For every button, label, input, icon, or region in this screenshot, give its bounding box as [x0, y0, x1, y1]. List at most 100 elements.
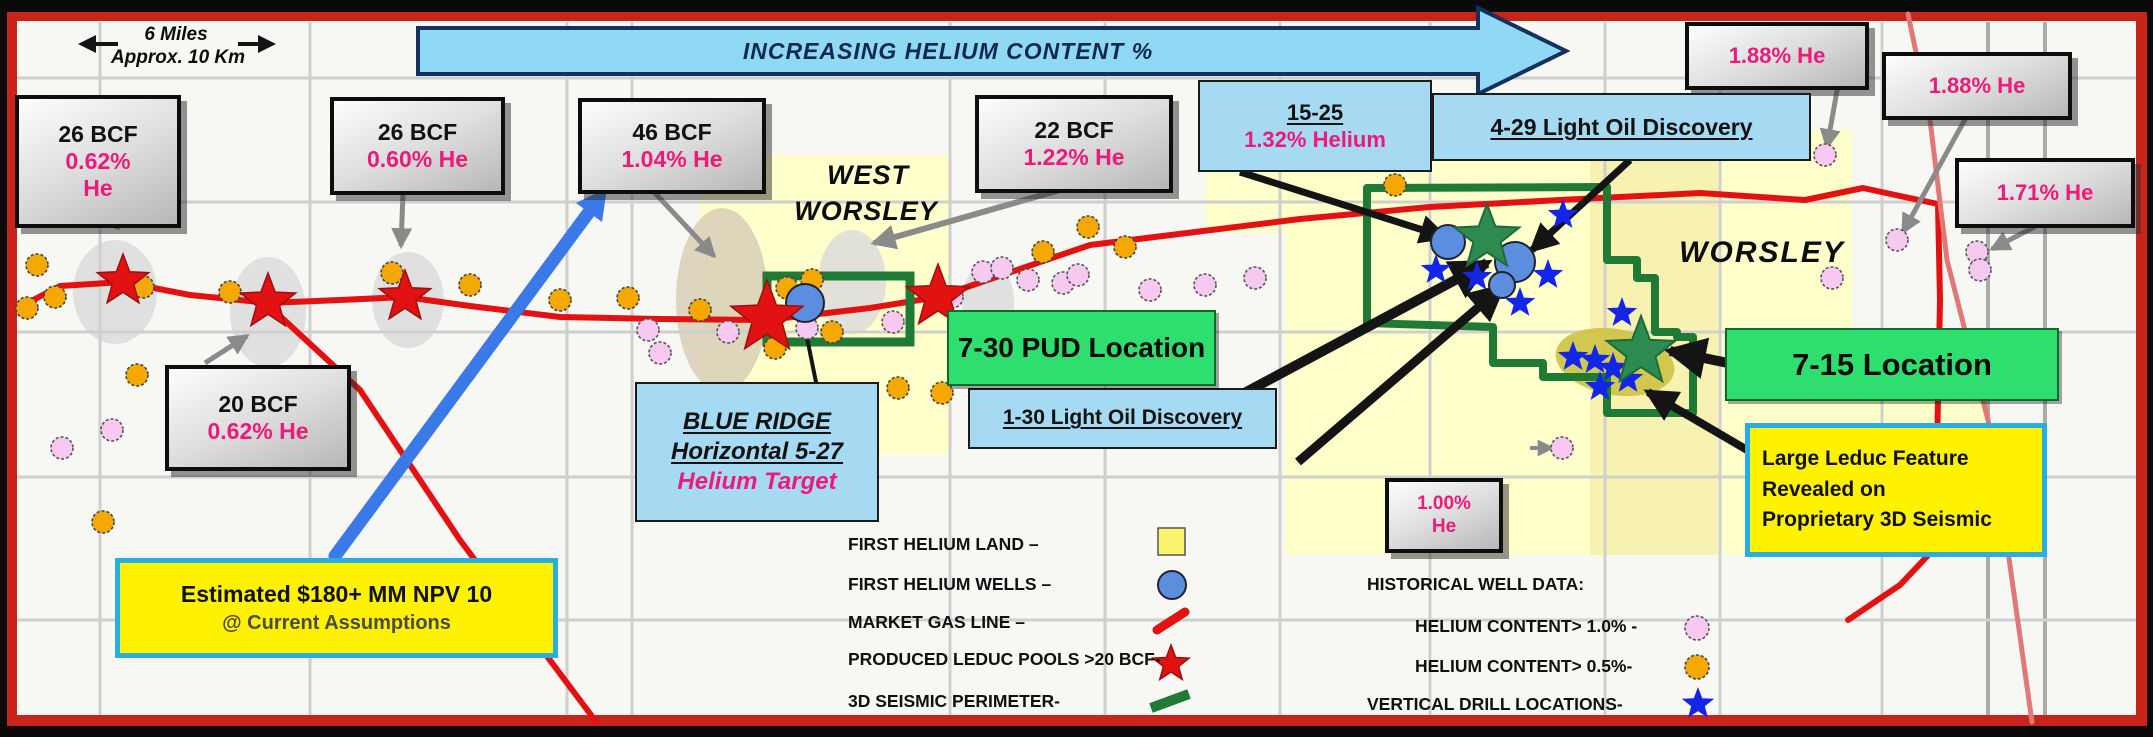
callout-text: 1.88% He — [1928, 73, 2026, 99]
callout-100-he: 1.00% He — [1385, 478, 1503, 553]
callout-4-29-discovery: 4-29 Light Oil Discovery — [1432, 93, 1811, 161]
produced-leduc-pool-star — [95, 251, 151, 305]
produced-leduc-pool-star — [238, 270, 298, 328]
callout-text: Proprietary 3D Seismic — [1762, 508, 1992, 532]
helium-10-dot — [1243, 266, 1267, 290]
vertical-drill-star — [1584, 371, 1616, 400]
helium-10-dot — [716, 320, 740, 344]
vertical-drill-star — [1547, 199, 1579, 228]
helium-05-dot — [548, 288, 572, 312]
vertical-drill-star — [1532, 259, 1564, 288]
first-helium-well — [1430, 224, 1466, 260]
scale-arrowhead-right — [258, 35, 276, 53]
helium-10-dot — [1066, 263, 1090, 287]
callout-text: Horizontal 5-27 — [670, 438, 844, 465]
gray-pointer-arrow — [652, 190, 717, 259]
helium-10-dot — [648, 341, 672, 365]
helium-05-dot — [43, 285, 67, 309]
gray-pointer-arrow — [870, 187, 1061, 250]
scale-arrowhead-left — [78, 35, 96, 53]
legend-produced-leduc-pools: PRODUCED LEDUC POOLS >20 BCF- — [848, 649, 1161, 669]
legend-blue-star-swatch — [1681, 687, 1715, 718]
callout-20bcf: 20 BCF 0.62% He — [165, 365, 351, 471]
legend-first-helium-wells: FIRST HELIUM WELLS – — [848, 574, 1052, 594]
increasing-helium-arrow-label: INCREASING HELIUM CONTENT % — [742, 38, 1154, 64]
callout-text: 4-29 Light Oil Discovery — [1490, 113, 1753, 140]
vertical-drill-star — [1461, 261, 1493, 290]
callout-text: 7-15 Location — [1792, 346, 1992, 382]
callout-text: He — [1431, 515, 1457, 537]
helium-05-dot — [380, 261, 404, 285]
blue-pointer-arrowhead — [576, 188, 607, 222]
callout-22bcf: 22 BCF 1.22% He — [975, 95, 1173, 193]
callout-text: Large Leduc Feature — [1762, 447, 1969, 471]
helium-10-dot — [50, 436, 74, 460]
vertical-drill-star — [1612, 363, 1644, 392]
helium-05-dot — [1031, 240, 1055, 264]
produced-leduc-pool-star — [377, 267, 433, 321]
seismic-perimeter-polygon — [1363, 183, 1697, 417]
region-label-worsley: WORSLEY — [1679, 236, 1845, 269]
callout-188-he-a: 1.88% He — [1685, 22, 1869, 90]
callout-text: 22 BCF — [1034, 116, 1114, 143]
callout-26bcf-060: 26 BCF 0.60% He — [330, 97, 505, 195]
legend-land-swatch — [1157, 527, 1186, 556]
callout-text: 26 BCF — [377, 118, 458, 145]
helium-10-dot — [1820, 266, 1844, 290]
helium-10-dot — [100, 418, 124, 442]
legend-red-star-swatch — [1150, 642, 1192, 682]
callout-text: 1.71% He — [1996, 180, 2094, 206]
vertical-drill-star — [1420, 254, 1452, 283]
legend-gas-line-swatch — [1152, 607, 1190, 635]
first-helium-well — [1488, 271, 1516, 299]
callout-text: 20 BCF — [218, 390, 298, 417]
scale-miles-label: 6 Miles — [144, 24, 208, 45]
helium-05-dot — [1076, 215, 1100, 239]
black-pointer-arrow — [1219, 258, 1493, 410]
helium-10-dot — [1968, 258, 1992, 282]
callout-leduc-feature: Large Leduc Feature Revealed on Propriet… — [1745, 423, 2047, 557]
helium-05-dot — [688, 298, 712, 322]
legend-helium-gt-05: HELIUM CONTENT> 0.5%- — [1415, 656, 1633, 676]
callout-text: 46 BCF — [632, 118, 712, 145]
gray-pointer-arrow — [1819, 84, 1841, 151]
black-pointer-arrow — [1295, 283, 1507, 466]
helium-05-dot — [125, 363, 149, 387]
callout-text: 26 BCF — [58, 120, 138, 147]
callout-text: 7-30 PUD Location — [957, 332, 1206, 363]
land-cutout — [1852, 126, 1992, 332]
scale-km-label: Approx. 10 Km — [110, 47, 246, 68]
callout-text: 0.62% — [65, 147, 131, 174]
vertical-drill-star — [1579, 344, 1611, 373]
helium-10-dot — [1885, 228, 1909, 252]
helium-10-dot — [1550, 436, 1574, 460]
helium-05-dot — [15, 296, 39, 320]
callout-15-25: 15-25 1.32% Helium — [1198, 80, 1432, 172]
vertical-drill-star — [1557, 341, 1589, 370]
vertical-drill-star — [1597, 352, 1629, 381]
callout-7-15-location: 7-15 Location — [1725, 328, 2059, 401]
callout-text: BLUE RIDGE — [682, 408, 831, 435]
callout-text: 1-30 Light Oil Discovery — [1002, 406, 1243, 430]
black-pointer-arrow — [1528, 157, 1633, 253]
callout-text: @ Current Assumptions — [222, 611, 451, 634]
legend-well-swatch — [1157, 570, 1187, 600]
region-label-west-worsley-1: WEST — [827, 160, 909, 190]
location-green-star — [1451, 201, 1523, 268]
callout-188-he-b: 1.88% He — [1882, 52, 2072, 120]
blue-pointer-arrow — [328, 205, 596, 563]
callout-text: 1.00% — [1417, 493, 1471, 515]
legend-market-gas-line: MARKET GAS LINE – — [848, 612, 1025, 632]
helium-10-dot — [990, 256, 1014, 280]
callout-text: 0.60% He — [366, 146, 468, 172]
produced-leduc-pool-star — [728, 277, 806, 351]
gray-pointer-arrow — [391, 192, 413, 250]
helium-05-dot — [25, 253, 49, 277]
legend-helium-gt-1: HELIUM CONTENT> 1.0% - — [1415, 616, 1638, 636]
location-green-star — [1604, 313, 1678, 384]
produced-leduc-pool-star — [904, 261, 972, 326]
helium-05-dot — [1113, 235, 1137, 259]
helium-10-dot — [1016, 268, 1040, 292]
legend-first-helium-land: FIRST HELIUM LAND – — [848, 534, 1039, 554]
